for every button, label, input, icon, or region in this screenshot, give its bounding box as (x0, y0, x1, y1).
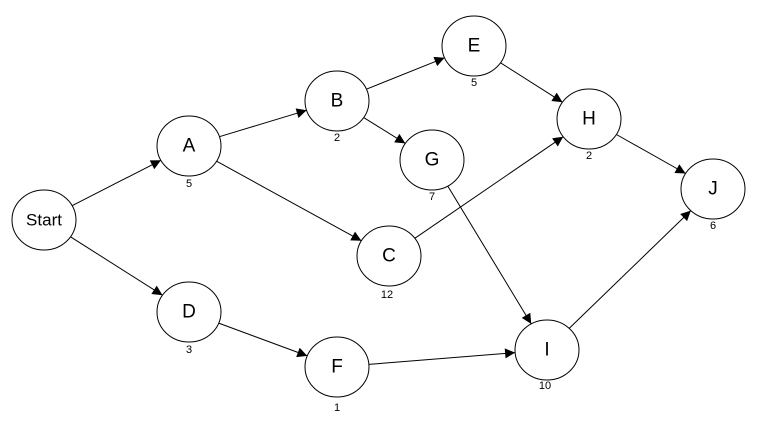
edges (70, 56, 692, 365)
node-c-duration: 12 (381, 289, 393, 301)
edge-h-to-j (616, 134, 686, 174)
edge-a-to-c (216, 160, 362, 242)
node-f-circle (304, 336, 370, 398)
node-e: E5 (441, 15, 507, 89)
edge-i-to-j (568, 210, 692, 329)
node-i-circle (514, 319, 580, 381)
node-c-label: C (382, 246, 396, 267)
node-b: B2 (304, 70, 370, 144)
node-j: J6 (680, 158, 746, 232)
edge-c-to-h (414, 136, 564, 239)
node-f-label: F (331, 357, 343, 378)
node-j-label: J (708, 179, 718, 200)
node-a-duration: 5 (186, 178, 192, 190)
edge-a-to-b (219, 108, 307, 138)
node-h: H2 (556, 88, 622, 162)
node-d-duration: 3 (186, 344, 192, 356)
node-start-circle (11, 189, 77, 251)
node-j-duration: 6 (710, 220, 716, 232)
node-g: G7 (399, 129, 465, 203)
node-f: F1 (304, 336, 370, 414)
node-start-label: Start (26, 211, 62, 230)
node-c-circle (356, 225, 422, 287)
node-e-circle (441, 15, 507, 77)
node-e-label: E (468, 36, 481, 57)
edge-d-to-f (218, 322, 308, 358)
node-a-circle (156, 115, 222, 177)
node-d-label: D (182, 302, 196, 323)
edge-f-to-i (368, 348, 516, 365)
node-b-circle (304, 70, 370, 132)
edge-b-to-e (366, 56, 445, 90)
edge-start-to-a (71, 159, 162, 207)
node-b-label: B (331, 91, 344, 112)
node-h-circle (556, 88, 622, 150)
node-b-duration: 2 (334, 132, 340, 144)
node-d: D3 (156, 281, 222, 356)
node-i: I 10 (514, 319, 580, 392)
node-d-circle (156, 281, 222, 343)
node-start: Start (11, 189, 77, 251)
node-h-duration: 2 (586, 150, 592, 162)
node-f-duration: 1 (334, 402, 340, 414)
node-c: C 12 (356, 225, 422, 301)
node-i-label: I (544, 340, 549, 361)
edge-e-to-h (500, 62, 563, 103)
node-e-duration: 5 (471, 77, 477, 89)
node-j-circle (680, 158, 746, 220)
node-i-duration: 10 (539, 380, 551, 392)
node-g-duration: 7 (429, 191, 435, 203)
edge-start-to-d (70, 236, 163, 296)
node-h-label: H (582, 109, 596, 130)
node-a: A5 (156, 115, 222, 190)
node-a-label: A (183, 136, 196, 157)
edge-g-to-i (447, 185, 532, 325)
edge-b-to-g (363, 117, 406, 144)
node-g-label: G (425, 150, 440, 171)
node-g-circle (399, 129, 465, 191)
